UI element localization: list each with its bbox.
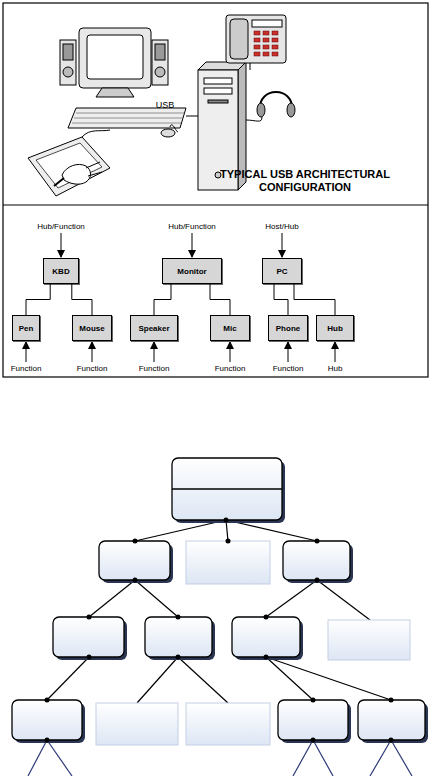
device-name: Mouse (79, 324, 104, 333)
device-box: Mic (210, 315, 250, 341)
role-label: Function (128, 364, 180, 373)
bus-label: USB (148, 100, 182, 110)
figure-frame (3, 3, 428, 377)
device-box: Phone (268, 315, 308, 341)
device-name: Phone (276, 324, 300, 333)
role-label: Function (204, 364, 256, 373)
joint-dot (45, 518, 394, 743)
role-label: Hub/Function (152, 222, 232, 231)
role-label: Host/Hub (247, 222, 317, 231)
role-label: Function (262, 364, 314, 373)
usb-cable (274, 284, 288, 315)
role-label: Hub/Function (21, 222, 101, 231)
device-name: Hub (327, 324, 343, 333)
role-label: Function (66, 364, 118, 373)
device-box: Mouse (72, 315, 112, 341)
device-box: Monitor (162, 258, 222, 284)
device-box: PC (262, 258, 302, 284)
role-label: Function (0, 364, 52, 373)
device-box: Hub (316, 315, 354, 341)
device-box: Speaker (130, 315, 178, 341)
tree-line (47, 520, 391, 703)
device-box: KBD (43, 258, 79, 284)
device-name: PC (276, 267, 287, 276)
device-name: Mic (223, 324, 236, 333)
usb-cable (210, 284, 230, 315)
role-label: Hub (309, 364, 361, 373)
device-box: Pen (12, 315, 40, 341)
device-name: Speaker (138, 324, 169, 333)
device-name: Monitor (177, 267, 206, 276)
usb-cable (154, 284, 171, 315)
usb-cable (72, 284, 92, 315)
usb-cable (26, 284, 50, 315)
leader-arrow (26, 233, 335, 362)
empty-tree-box (12, 458, 425, 740)
device-name: Pen (19, 324, 34, 333)
figure-caption: TYPICAL USB ARCHITECTURAL CONFIGURATION (205, 168, 405, 193)
usb-cable (294, 284, 335, 315)
device-name: KBD (52, 267, 69, 276)
